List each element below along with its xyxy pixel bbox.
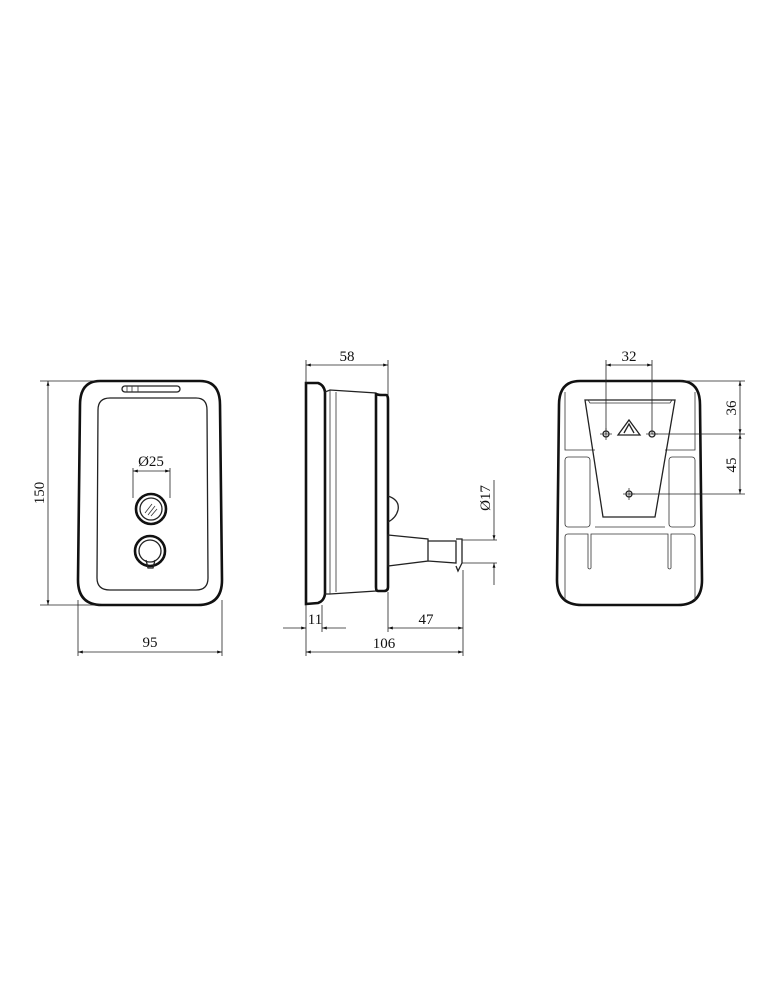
nozzle [387, 534, 463, 573]
height-dimension-label: 150 [32, 482, 48, 505]
mounting-bracket [584, 399, 676, 518]
nozzle-diameter-label: Ø17 [478, 485, 494, 511]
front-inner-panel [96, 397, 209, 591]
back-ribs [564, 392, 696, 600]
button-diameter-label: Ø25 [138, 454, 164, 470]
hole-spacing-label: 32 [622, 349, 637, 365]
holes-to-lower-hole-label: 45 [724, 458, 740, 473]
side-back-plate [304, 381, 327, 606]
width-dimension-label: 95 [143, 635, 158, 651]
depth-dimension-label: 58 [340, 349, 355, 365]
window-button [134, 492, 168, 526]
back-view: 32 36 45 [555, 349, 745, 607]
front-outer-body [76, 379, 224, 607]
top-to-holes-label: 36 [724, 400, 740, 416]
push-button-valve [133, 534, 167, 569]
back-plate-dimension-label: 11 [308, 612, 322, 628]
warning-triangle-icon [616, 418, 642, 436]
mounting-holes [600, 428, 658, 500]
total-depth-label: 106 [373, 636, 396, 652]
side-front-cover [374, 392, 390, 593]
back-outer-body [555, 379, 704, 607]
side-window-bump [387, 495, 399, 523]
side-body [324, 389, 377, 595]
level-window-slot [121, 385, 181, 393]
nozzle-projection-label: 47 [419, 612, 435, 628]
front-view: Ø25 150 95 [32, 379, 224, 656]
side-view: 58 11 47 106 Ø17 [283, 349, 497, 656]
